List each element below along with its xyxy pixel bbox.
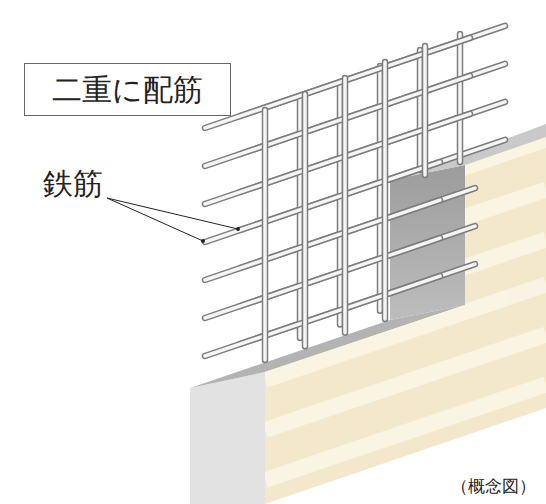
- wall-end-face: [190, 372, 265, 504]
- rebar-outline: [205, 38, 470, 128]
- rebar: [383, 62, 387, 319]
- rebar-outline: [457, 34, 464, 162]
- leader-dot: [201, 239, 205, 243]
- rebar: [418, 50, 422, 170]
- rebar: [343, 78, 347, 333]
- rebar: [205, 76, 470, 166]
- rebar-outline: [382, 62, 389, 319]
- rebar-outline: [342, 78, 349, 333]
- part-label: 鉄筋: [43, 166, 103, 202]
- leader-line: [107, 198, 203, 241]
- rebar-outline: [205, 76, 470, 166]
- rebar: [205, 114, 470, 204]
- leader-dot: [236, 227, 240, 231]
- rebar: [205, 238, 440, 318]
- leader-lines: [107, 198, 240, 243]
- rebar-outline: [205, 114, 470, 204]
- box-title: 二重に配筋: [52, 72, 203, 108]
- leader-line: [107, 198, 238, 229]
- rebar-cage: [205, 26, 505, 360]
- rebar: [205, 200, 440, 280]
- rebar: [205, 38, 470, 128]
- rebar-outline: [205, 238, 440, 318]
- rebar: [303, 94, 307, 346]
- rebar-outline: [422, 46, 429, 175]
- note-label: （概念図）: [451, 476, 536, 496]
- rebar: [205, 276, 440, 356]
- rebar: [263, 110, 267, 360]
- title-box: 二重に配筋: [24, 63, 231, 116]
- rebar: [458, 34, 462, 162]
- rebar: [423, 46, 427, 175]
- rebar-outline: [205, 162, 440, 242]
- rebar-outline: [205, 200, 440, 280]
- rebar-outline: [302, 94, 309, 346]
- rebar: [205, 162, 440, 242]
- rebar-outline: [205, 276, 440, 356]
- grain-band: [265, 334, 546, 430]
- rebar-outline: [262, 110, 269, 360]
- grain-band: [265, 384, 546, 480]
